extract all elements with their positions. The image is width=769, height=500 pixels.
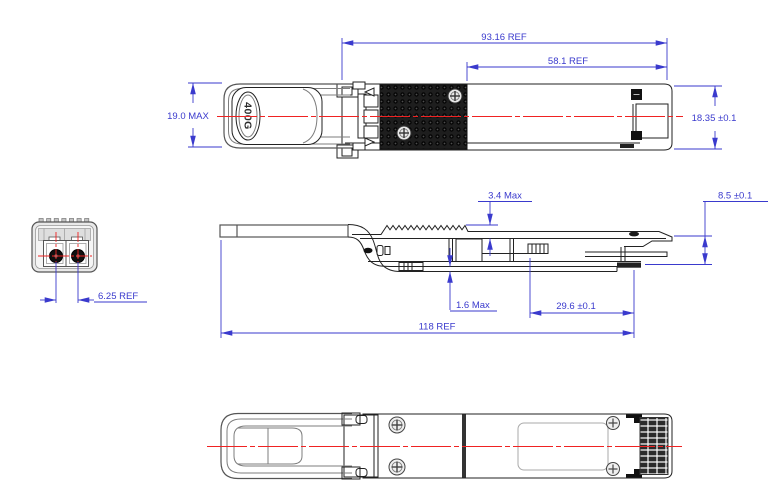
svg-text:18.35 ±0.1: 18.35 ±0.1 (692, 113, 737, 124)
svg-text:29.6 ±0.1: 29.6 ±0.1 (556, 301, 596, 312)
front-view: 6.25 REF (31, 218, 147, 303)
dim-body-width: 18.35 ±0.1 (674, 85, 737, 150)
heatsink-screw-bottom (396, 125, 412, 141)
bottom-screw-rear-bottom (606, 462, 620, 476)
orientation-triangle-bottom (364, 137, 376, 147)
dim-fiber-pitch: 6.25 REF (40, 262, 147, 303)
svg-text:6.25 REF: 6.25 REF (98, 291, 138, 302)
orientation-triangle-top (363, 87, 375, 97)
bottom-view (207, 412, 682, 480)
bottom-divider (462, 414, 466, 478)
svg-text:1.6 Max: 1.6 Max (456, 300, 490, 311)
rear-recess (635, 103, 669, 139)
edge-connector-fingers (626, 414, 669, 478)
svg-text:8.5 ±0.1: 8.5 ±0.1 (718, 191, 752, 202)
dim-overall-width: 19.0 MAX (167, 82, 222, 148)
heatsink-screw-top (447, 88, 463, 104)
svg-text:19.0 MAX: 19.0 MAX (167, 111, 209, 122)
dim-body-length: 93.16 REF (341, 32, 668, 80)
dim-rear-section: 58.1 REF (466, 56, 667, 81)
top-view: 400G 93.16 REF 58.1 REF 19.0 MAX (167, 32, 737, 159)
dim-rear-height: 8.5 ±0.1 (645, 191, 768, 265)
bottom-pull-bail (220, 412, 368, 480)
lc-ports (43, 236, 89, 267)
side-pull-tab (219, 224, 349, 238)
side-body (347, 224, 673, 272)
bottom-screw-rear-top (606, 416, 620, 430)
bottom-screw-front-top (388, 416, 406, 434)
rear-pin-bottom (631, 131, 642, 140)
svg-text:3.4 Max: 3.4 Max (488, 191, 522, 202)
svg-text:118 REF: 118 REF (419, 322, 456, 333)
dim-rail-step: 1.6 Max (447, 248, 497, 312)
bottom-screw-front-bottom (388, 458, 406, 476)
dim-fin-height: 3.4 Max (466, 191, 532, 256)
dim-rear-length: 29.6 ±0.1 (529, 258, 635, 338)
module-label: 400G (242, 102, 254, 130)
side-view: 3.4 Max 8.5 ±0.1 1.6 Max 29.6 ±0.1 118 R… (219, 191, 768, 338)
svg-text:58.1 REF: 58.1 REF (548, 56, 588, 67)
dim-overall-length: 118 REF (220, 240, 634, 338)
svg-text:93.16 REF: 93.16 REF (481, 32, 527, 43)
label-tab: 400G (231, 87, 323, 145)
